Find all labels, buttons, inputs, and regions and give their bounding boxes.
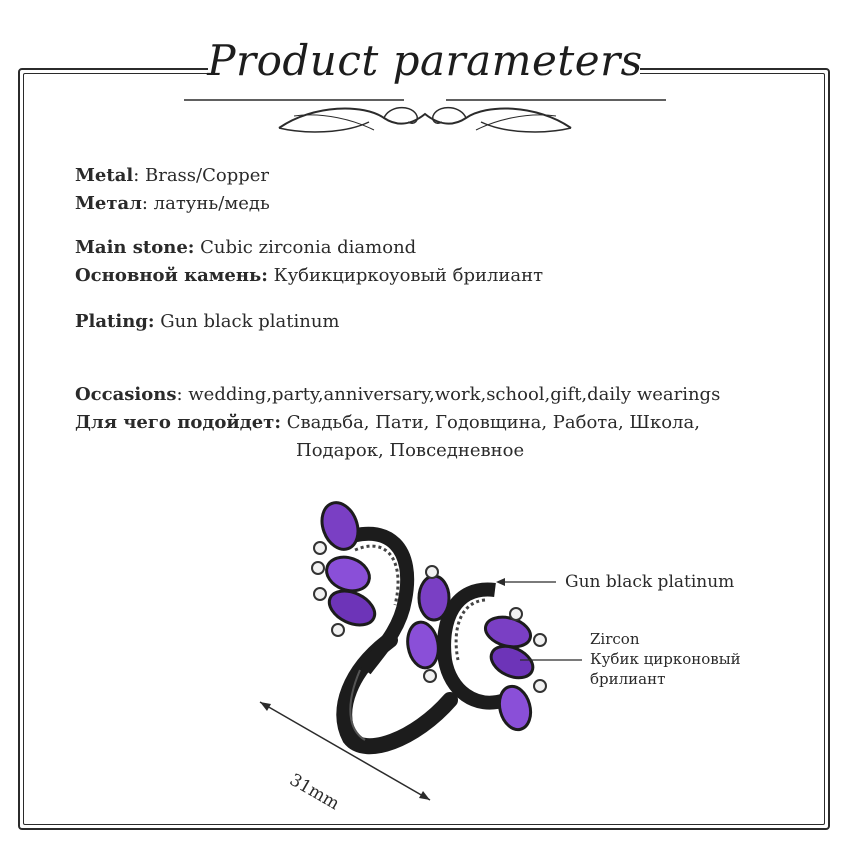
stone-ru-row: Основной камень: Кубикциркоyовый брилиан… — [75, 265, 543, 286]
ring-band — [336, 632, 458, 755]
stone-ru-value: Кубикциркоyовый брилиант — [267, 265, 544, 286]
callout-zircon-ru-1: Кубик цирконовый — [590, 650, 741, 668]
occasions-en-value: : wedding,party,anniversary,work,school,… — [176, 384, 721, 405]
metal-ru-label: Метал — [75, 193, 142, 214]
amethyst-stone — [497, 684, 533, 732]
metal-en-row: Metal: Brass/Copper — [75, 165, 269, 186]
metal-en-label: Metal — [75, 165, 134, 186]
zircon-stone — [533, 679, 547, 693]
amethyst-stone — [489, 644, 535, 680]
occasions-en-label: Occasions — [75, 384, 177, 405]
right-swirl — [437, 582, 508, 710]
stone-en-row: Main stone: Cubic zirconia diamond — [75, 237, 416, 258]
page-title: Product parameters — [207, 36, 643, 85]
plating-value: Gun black platinum — [154, 311, 340, 332]
amethyst-stone — [320, 501, 360, 551]
zircon-stone — [313, 541, 327, 555]
callout-zircon-en: Zircon — [590, 630, 640, 648]
occasions-ru-value-2: Подарок, Повседневное — [296, 440, 525, 461]
occasions-ru-label: Для чего подойдет: — [75, 412, 281, 433]
zircon-stone — [509, 607, 523, 621]
metal-ru-row: Метал: латунь/медь — [75, 193, 270, 214]
zircon-stone — [423, 669, 437, 683]
amethyst-stone — [406, 620, 440, 670]
stone-en-label: Main stone: — [75, 237, 195, 258]
dimension-arrow — [259, 701, 431, 801]
plating-row: Plating: Gun black platinum — [75, 311, 340, 332]
plating-label: Plating: — [75, 311, 155, 332]
amethyst-stone — [325, 555, 371, 593]
stone-en-value: Cubic zirconia diamond — [194, 237, 417, 258]
callout-zircon-ru-2: брилиант — [590, 670, 666, 688]
metal-en-value: : Brass/Copper — [133, 165, 270, 186]
stone-ru-label: Основной камень: — [75, 265, 268, 286]
title-backdrop — [208, 30, 640, 130]
zircon-stone — [331, 623, 345, 637]
ring-illustration — [259, 501, 547, 801]
metal-ru-value: : латунь/медь — [141, 193, 270, 214]
left-swirl — [337, 526, 415, 675]
zircon-stone — [311, 561, 325, 575]
zircon-stone — [313, 587, 327, 601]
occasions-en-row: Occasions: wedding,party,anniversary,wor… — [75, 384, 720, 405]
zircon-stone — [425, 565, 439, 579]
ornament-divider — [184, 99, 666, 133]
callout-plating: Gun black platinum — [565, 572, 735, 592]
amethyst-stone — [327, 589, 377, 627]
occasions-ru-value: Свадьба, Пати, Годовщина, Работа, Школа, — [280, 412, 700, 433]
zircon-stone — [533, 633, 547, 647]
occasions-ru-row: Для чего подойдет: Свадьба, Пати, Годовщ… — [75, 412, 700, 433]
